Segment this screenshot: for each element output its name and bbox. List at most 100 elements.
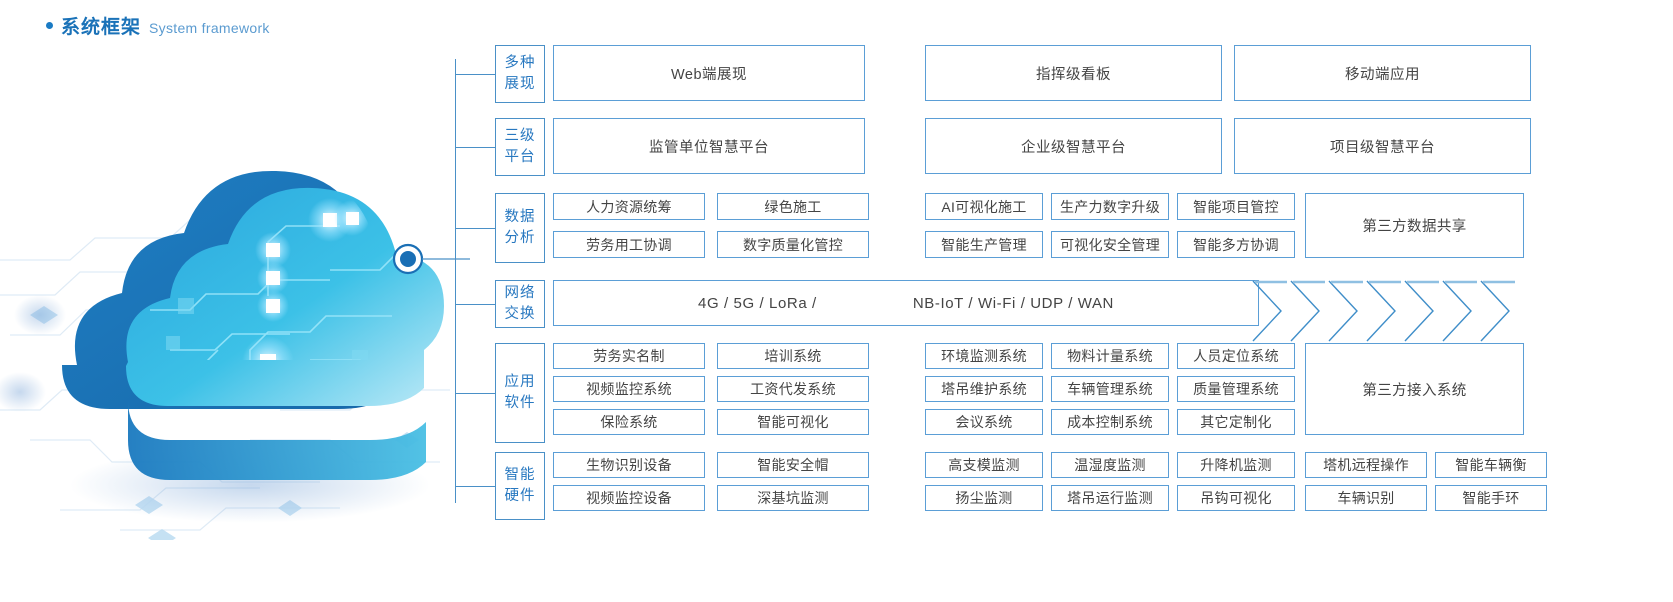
application-cell[interactable]: 人员定位系统 [1177,343,1295,369]
branch-line-application-software [455,392,495,394]
table-row: 高支模监测 温湿度监测 升降机监测 塔机远程操作 智能车辆衡 [925,452,1547,478]
network-text-right: NB-IoT / Wi-Fi / UDP / WAN [912,294,1114,312]
page-title-cn: 系统框架 [61,17,142,38]
row-application-software: 应用 软件 劳务实名制 培训系统 视频监控系统 工资代发系统 保险系统 [455,343,1673,443]
data-analysis-third-party-box[interactable]: 第三方数据共享 [1305,193,1524,258]
hardware-cell[interactable]: 智能安全帽 [717,452,869,478]
data-analysis-right-grid: AI可视化施工 生产力数字升级 智能项目管控 智能生产管理 可视化安全管理 智能… [925,193,1295,263]
application-cell[interactable]: 质量管理系统 [1177,376,1295,402]
hardware-cell[interactable]: 温湿度监测 [1051,452,1169,478]
application-cell[interactable]: 成本控制系统 [1051,409,1169,435]
data-analysis-cell[interactable]: 劳务用工协调 [553,231,705,258]
data-analysis-cell[interactable]: 绿色施工 [717,193,869,220]
row-presentation: 多种 展现 Web端展现 指挥级看板 移动端应用 [455,45,1673,103]
hardware-cell[interactable]: 智能手环 [1435,485,1547,511]
application-cell[interactable]: 保险系统 [553,409,705,435]
presentation-item-web[interactable]: Web端展现 [553,45,865,101]
platform-item-supervision[interactable]: 监管单位智慧平台 [553,118,865,174]
row-label-line-1: 多种 [504,55,536,71]
table-row: 智能生产管理 可视化安全管理 智能多方协调 [925,231,1295,258]
application-cell[interactable]: 培训系统 [717,343,869,369]
hardware-right-grid: 高支模监测 温湿度监测 升降机监测 塔机远程操作 智能车辆衡 扬尘监测 塔吊运行… [925,452,1547,520]
row-label-smart-hardware: 智能 硬件 [495,452,545,520]
application-cell[interactable]: 环境监测系统 [925,343,1043,369]
table-row: 人力资源统筹 绿色施工 [553,193,869,220]
branch-line-smart-hardware [455,485,495,487]
row-label-network: 网络 交换 [495,280,545,328]
application-cell[interactable]: 会议系统 [925,409,1043,435]
network-text-left: 4G / 5G / LoRa / [698,294,817,312]
connector-dot-icon [392,243,424,275]
branch-line-data-analysis [455,227,495,229]
cloud-circuit-illustration [0,110,470,540]
table-row: 劳务用工协调 数字质量化管控 [553,231,869,258]
table-row: 保险系统 智能可视化 [553,409,869,435]
row-network: 网络 交换 4G / 5G / LoRa / NB-IoT / Wi-Fi / … [455,280,1673,342]
application-cell[interactable]: 车辆管理系统 [1051,376,1169,402]
table-row: AI可视化施工 生产力数字升级 智能项目管控 [925,193,1295,220]
page-title-en: System framework [149,20,270,36]
row-label-data-analysis: 数据 分析 [495,193,545,263]
hardware-cell[interactable]: 深基坑监测 [717,485,869,511]
application-cell[interactable]: 劳务实名制 [553,343,705,369]
row-label-line-1: 网络 [504,285,536,301]
hardware-cell[interactable]: 智能车辆衡 [1435,452,1547,478]
data-analysis-cell[interactable]: 智能多方协调 [1177,231,1295,258]
bullet-dot-icon [46,22,53,29]
application-cell[interactable]: 智能可视化 [717,409,869,435]
application-cell[interactable]: 工资代发系统 [717,376,869,402]
hardware-cell[interactable]: 生物识别设备 [553,452,705,478]
hardware-cell[interactable]: 塔吊运行监测 [1051,485,1169,511]
branch-line-network [455,303,495,305]
table-row: 塔吊维护系统 车辆管理系统 质量管理系统 [925,376,1295,402]
row-label-platform: 三级 平台 [495,118,545,176]
application-cell[interactable]: 物料计量系统 [1051,343,1169,369]
network-protocols-box[interactable]: 4G / 5G / LoRa / NB-IoT / Wi-Fi / UDP / … [553,280,1259,326]
branch-line-presentation [455,73,495,75]
row-label-line-2: 展现 [504,76,536,92]
chevron-right-icon-group [1252,280,1521,342]
data-analysis-cell[interactable]: 智能项目管控 [1177,193,1295,220]
row-label-line-1: 智能 [504,467,536,483]
hardware-cell[interactable]: 塔机远程操作 [1305,452,1427,478]
row-label-line-1: 三级 [504,128,536,144]
platform-item-enterprise[interactable]: 企业级智慧平台 [925,118,1222,174]
application-cell[interactable]: 塔吊维护系统 [925,376,1043,402]
hardware-left-grid: 生物识别设备 智能安全帽 视频监控设备 深基坑监测 [553,452,869,520]
row-label-presentation: 多种 展现 [495,45,545,103]
platform-item-project[interactable]: 项目级智慧平台 [1234,118,1531,174]
row-label-application-software: 应用 软件 [495,343,545,443]
data-analysis-cell[interactable]: 智能生产管理 [925,231,1043,258]
data-analysis-cell[interactable]: 可视化安全管理 [1051,231,1169,258]
data-analysis-cell[interactable]: 数字质量化管控 [717,231,869,258]
application-cell[interactable]: 其它定制化 [1177,409,1295,435]
data-analysis-cell[interactable]: 生产力数字升级 [1051,193,1169,220]
row-label-line-2: 硬件 [504,488,536,504]
hardware-cell[interactable]: 升降机监测 [1177,452,1295,478]
application-cell[interactable]: 视频监控系统 [553,376,705,402]
row-label-line-2: 平台 [504,149,536,165]
row-data-analysis: 数据 分析 人力资源统筹 绿色施工 劳务用工协调 数字质量化管控 [455,193,1673,263]
hardware-cell[interactable]: 车辆识别 [1305,485,1427,511]
row-label-line-2: 软件 [504,395,536,411]
table-row: 扬尘监测 塔吊运行监测 吊钩可视化 车辆识别 智能手环 [925,485,1547,511]
framework-diagram: 多种 展现 Web端展现 指挥级看板 移动端应用 三级 平台 监管单位智慧平台 … [455,45,1673,525]
data-analysis-cell[interactable]: 人力资源统筹 [553,193,705,220]
hardware-cell[interactable]: 视频监控设备 [553,485,705,511]
presentation-item-mobile[interactable]: 移动端应用 [1234,45,1531,101]
row-smart-hardware: 智能 硬件 生物识别设备 智能安全帽 视频监控设备 深基坑监测 [455,452,1673,520]
presentation-item-command-board[interactable]: 指挥级看板 [925,45,1222,101]
row-label-line-1: 数据 [504,209,536,225]
hardware-cell[interactable]: 吊钩可视化 [1177,485,1295,511]
hardware-cell[interactable]: 扬尘监测 [925,485,1043,511]
table-row: 环境监测系统 物料计量系统 人员定位系统 [925,343,1295,369]
application-right-grid: 环境监测系统 物料计量系统 人员定位系统 塔吊维护系统 车辆管理系统 质量管理系… [925,343,1295,443]
page-title: 系统框架 System framework [46,12,270,39]
table-row: 视频监控设备 深基坑监测 [553,485,869,511]
row-label-line-1: 应用 [504,374,536,390]
application-third-party-box[interactable]: 第三方接入系统 [1305,343,1524,435]
row-label-line-2: 交换 [504,306,536,322]
data-analysis-cell[interactable]: AI可视化施工 [925,193,1043,220]
table-row: 会议系统 成本控制系统 其它定制化 [925,409,1295,435]
hardware-cell[interactable]: 高支模监测 [925,452,1043,478]
